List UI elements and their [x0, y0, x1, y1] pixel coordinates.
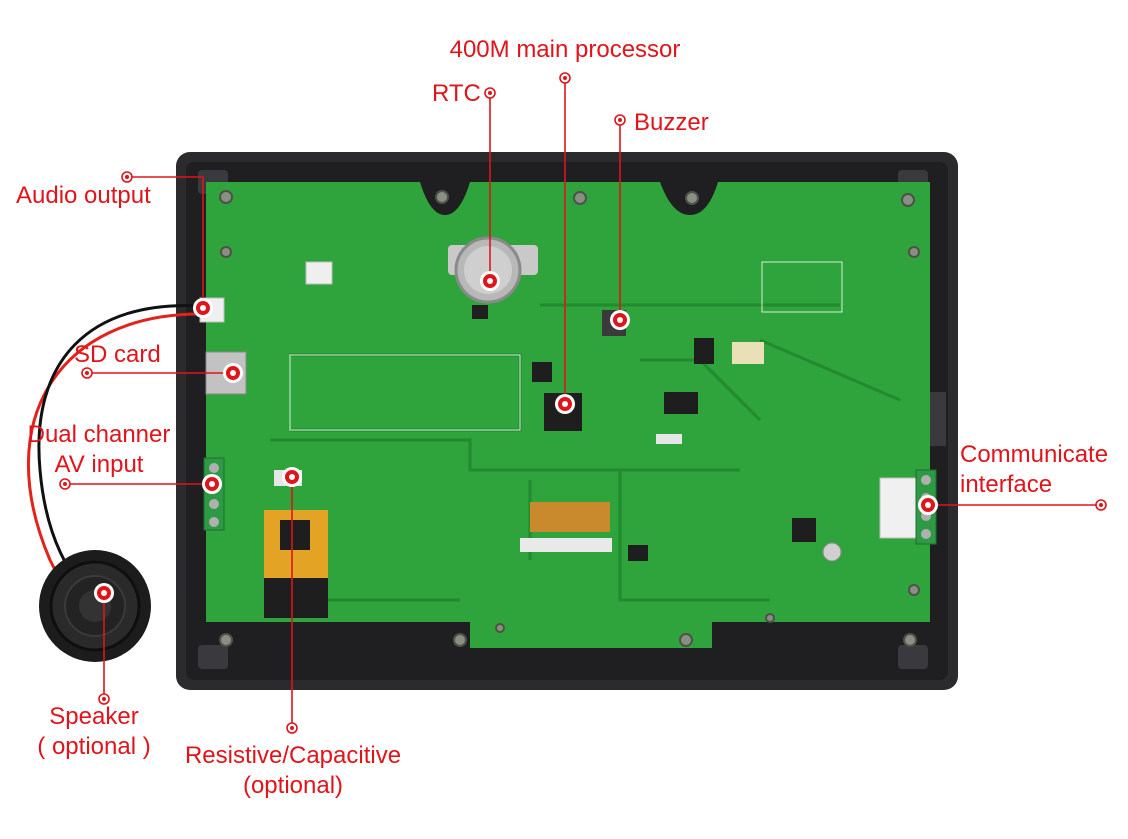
label-line: RTC: [432, 80, 481, 107]
label-line: SD card: [74, 341, 161, 368]
label-sd-card: SD card: [74, 340, 161, 370]
label-av-input: Dual channer AV input: [16, 420, 182, 480]
label-line: AV input: [54, 451, 144, 478]
label-speaker: Speaker ( optional ): [16, 702, 172, 762]
label-touch: Resistive/Capacitive (optional): [170, 741, 416, 801]
label-audio-output: Audio output: [16, 181, 151, 211]
label-line: interface: [960, 471, 1053, 498]
touch-fpc-small: [656, 434, 682, 444]
touch-flex-cable: [264, 470, 328, 618]
side-port: [930, 392, 946, 446]
label-line: Buzzer: [634, 109, 709, 136]
callout-target-markers: [94, 271, 938, 603]
lcd-fpc-latch: [520, 538, 612, 552]
small-chips: [472, 305, 816, 561]
speaker-connector: [305, 261, 333, 285]
screw-holes: [219, 190, 920, 647]
label-line: Dual channer: [27, 421, 171, 448]
label-rtc: RTC: [432, 79, 481, 109]
label-line: Resistive/Capacitive: [184, 742, 402, 769]
label-line: (optional): [242, 772, 344, 799]
callout-end-dot-centers: [63, 76, 1103, 730]
label-main-processor: 400M main processor: [430, 35, 700, 65]
silkscreen: [289, 261, 843, 431]
capacitor: [822, 542, 842, 562]
lcd-fpc-connector: [530, 502, 610, 532]
label-line: Communicate: [960, 441, 1109, 468]
label-communicate-interface: Communicate interface: [960, 440, 1108, 500]
comm-interface-header: [879, 477, 917, 539]
label-line: Audio output: [16, 182, 151, 209]
rtc-battery: [448, 236, 538, 304]
label-line: Speaker: [49, 703, 139, 730]
beige-component: [732, 342, 764, 364]
speaker-unit: [39, 550, 151, 662]
label-buzzer: Buzzer: [634, 108, 709, 138]
label-line: ( optional ): [37, 733, 151, 760]
callout-lines: [65, 78, 1101, 728]
label-line: 400M main processor: [449, 36, 681, 63]
